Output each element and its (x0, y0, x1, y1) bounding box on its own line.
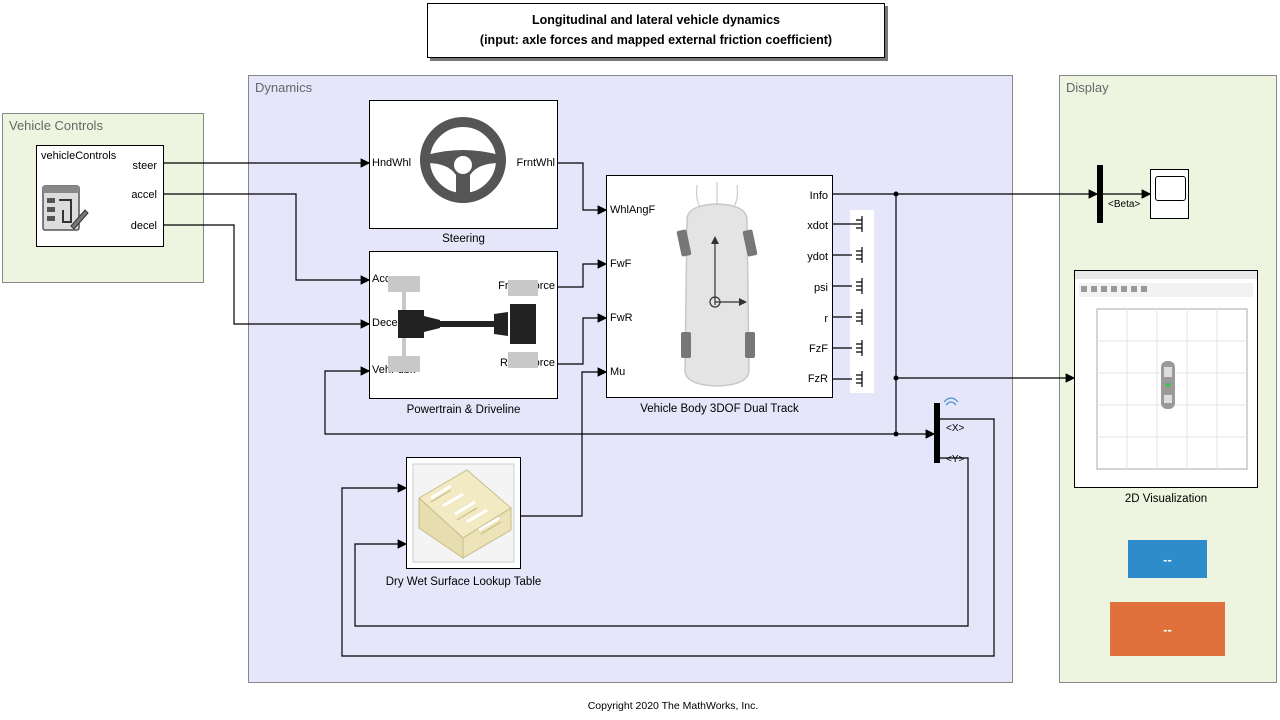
lookup-table-caption: Dry Wet Surface Lookup Table (385, 576, 542, 588)
vehicle-top-view-icon (676, 182, 758, 387)
port-frntwhl: FrntWhl (516, 157, 556, 169)
vehicle-body-block[interactable]: WhlAngF FwF FwR Mu Info xdot ydot psi r … (606, 175, 833, 398)
scope-screen-icon (1155, 176, 1186, 201)
port-ydot: ydot (807, 251, 828, 263)
bus-selector-xy-bar[interactable] (934, 403, 940, 463)
port-fzf: FzF (809, 343, 828, 355)
visualization-block[interactable] (1074, 270, 1258, 488)
x-signal-label: <X> (946, 423, 965, 434)
port-fwf: FwF (610, 258, 632, 270)
port-fwr: FwR (610, 312, 633, 324)
port-steer: steer (132, 160, 157, 172)
vehicle-controls-area-label: Vehicle Controls (9, 118, 103, 133)
port-info: Info (809, 190, 828, 202)
port-fzr: FzR (807, 373, 828, 385)
port-accel: accel (131, 189, 157, 201)
port-psi: psi (813, 282, 828, 294)
port-acc: Acc (372, 273, 391, 285)
port-xdot: xdot (807, 220, 828, 232)
port-mu: Mu (610, 366, 626, 378)
drivetrain-icon (388, 276, 538, 372)
beta-signal-label: <Beta> (1108, 199, 1141, 210)
title-line-1: Longitudinal and lateral vehicle dynamic… (532, 13, 780, 27)
display-area-label: Display (1066, 80, 1109, 95)
model-title: Longitudinal and lateral vehicle dynamic… (427, 3, 885, 58)
port-r: r (824, 313, 828, 325)
visualization-caption: 2D Visualization (1124, 493, 1208, 505)
copyright-text: Copyright 2020 The MathWorks, Inc. (587, 700, 759, 712)
visualization-plot-icon (1075, 271, 1257, 470)
title-line-2: (input: axle forces and mapped external … (479, 33, 833, 47)
vehicle-controls-block-name: vehicleControls (41, 150, 117, 162)
port-decel: decel (130, 220, 157, 232)
vehicle-controls-block[interactable]: vehicleControls steer accel decel (36, 145, 164, 247)
scope-block[interactable] (1150, 169, 1189, 219)
surface-plot-icon (412, 463, 515, 563)
port-hndwhl: HndWhl (372, 157, 412, 169)
blue-dashboard-button[interactable]: -- (1128, 540, 1207, 578)
steering-block[interactable]: HndWhl FrntWhl (369, 100, 558, 229)
dynamics-area-label: Dynamics (255, 80, 313, 95)
y-signal-label: <Y> (946, 454, 965, 465)
orange-dashboard-button[interactable]: -- (1110, 602, 1225, 656)
lookup-table-block[interactable] (406, 457, 521, 569)
steering-caption: Steering (442, 233, 485, 245)
bus-selector-beta-bar[interactable] (1097, 165, 1103, 223)
dashboard-panel-icon (42, 185, 89, 231)
powertrain-caption: Powertrain & Driveline (406, 404, 521, 416)
port-whlangf: WhlAngF (610, 204, 656, 216)
powertrain-block[interactable]: Acc Decel VehFdbk Front Force Rear Force (369, 251, 558, 399)
vehicle-body-caption: Vehicle Body 3DOF Dual Track (640, 403, 799, 415)
terminators-panel (850, 210, 874, 393)
wireless-icon (943, 397, 959, 406)
port-decel-in: Decel (372, 317, 401, 329)
steering-wheel-icon (420, 117, 506, 203)
